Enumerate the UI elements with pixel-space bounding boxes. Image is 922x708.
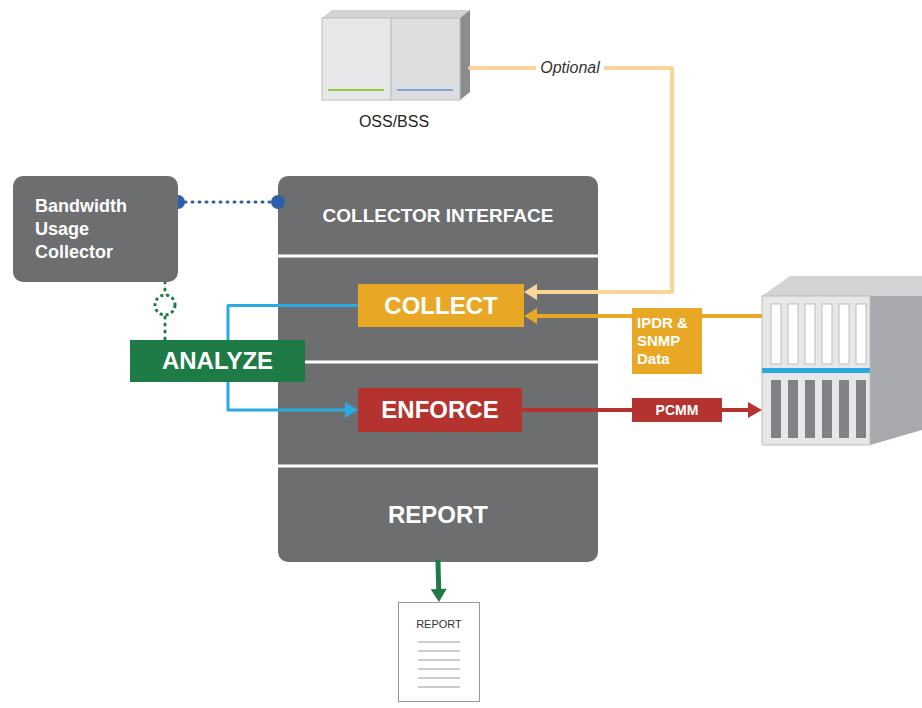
- arrow-head: [524, 308, 537, 324]
- band-divider: [278, 255, 598, 258]
- connector: [171, 195, 285, 209]
- node-text: ANALYZE: [136, 347, 299, 375]
- arrow-head: [345, 402, 358, 418]
- node-text: ENFORCE: [364, 396, 516, 424]
- server-label: OSS/BSS: [318, 4, 470, 134]
- connector-line: [436, 562, 442, 592]
- report-band: REPORT: [278, 468, 598, 562]
- connector: [155, 282, 175, 340]
- band-divider: [278, 465, 598, 468]
- node-text: COLLECTOR INTERFACE: [286, 204, 590, 228]
- connector: [431, 562, 447, 602]
- node-text: PCMM: [636, 401, 718, 419]
- connector: [470, 68, 672, 300]
- cmts-wire: [700, 314, 762, 318]
- arrow-head: [524, 284, 537, 300]
- node-text: REPORT: [403, 617, 475, 631]
- connector: [522, 410, 632, 411]
- connector: [524, 308, 632, 324]
- collect-box: COLLECT: [358, 284, 524, 327]
- connector-line: [534, 314, 632, 318]
- arrow-head: [431, 589, 447, 602]
- node-text: IPDR & SNMP Data: [637, 314, 697, 368]
- main-column: [278, 176, 598, 562]
- node-text: REPORT: [286, 501, 590, 529]
- report-lines: [418, 642, 460, 687]
- connector-dot: [271, 195, 285, 209]
- band-divider: [278, 361, 598, 364]
- interface-band: COLLECTOR INTERFACE: [278, 176, 598, 255]
- collector-box: Bandwidth Usage Collector: [13, 176, 178, 282]
- arrow-head: [748, 402, 762, 418]
- node-text: Bandwidth Usage Collector: [35, 195, 156, 264]
- report-document: REPORT: [398, 602, 480, 702]
- connector-dot: [155, 295, 175, 315]
- protocol-tag: PCMM: [632, 398, 722, 422]
- server-icon: [322, 10, 470, 100]
- cmts-chassis: [762, 276, 922, 445]
- connector-line: [470, 68, 672, 292]
- node-text: COLLECT: [364, 292, 518, 320]
- report-paper: [398, 602, 480, 702]
- cmts-wire: [722, 408, 750, 412]
- edge-label: Optional: [536, 59, 604, 77]
- analyze-box: ANALYZE: [130, 340, 305, 382]
- data-tag: IPDR & SNMP Data: [632, 308, 702, 374]
- connector-line: [178, 201, 278, 204]
- connector-line: [522, 408, 632, 412]
- node-text: OSS/BSS: [322, 112, 466, 132]
- enforce-box: ENFORCE: [358, 388, 522, 432]
